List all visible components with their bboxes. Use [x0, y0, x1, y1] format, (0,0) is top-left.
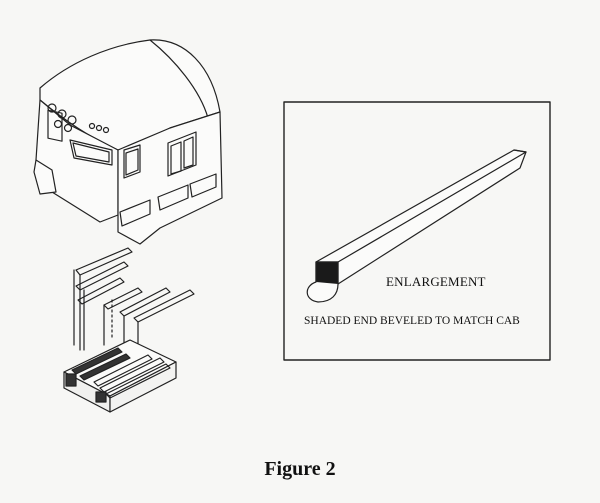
- cab-side-windows: [123, 131, 197, 179]
- cab-side-panels: [119, 173, 217, 227]
- figure-caption: Figure 2: [264, 458, 336, 480]
- enlargement-frame: [283, 101, 551, 361]
- cab-body: [33, 39, 223, 245]
- pilot-step-assembly: [63, 339, 177, 413]
- cab-windshield: [47, 103, 113, 166]
- enlargement-label: ENLARGEMENT: [386, 274, 486, 289]
- enlarged-handrail-bar: [306, 149, 527, 303]
- beveled-end-note: SHADED END BEVELED TO MATCH CAB: [304, 315, 520, 327]
- handrail-parts: [73, 247, 195, 353]
- beveled-shaded-end: [315, 261, 339, 285]
